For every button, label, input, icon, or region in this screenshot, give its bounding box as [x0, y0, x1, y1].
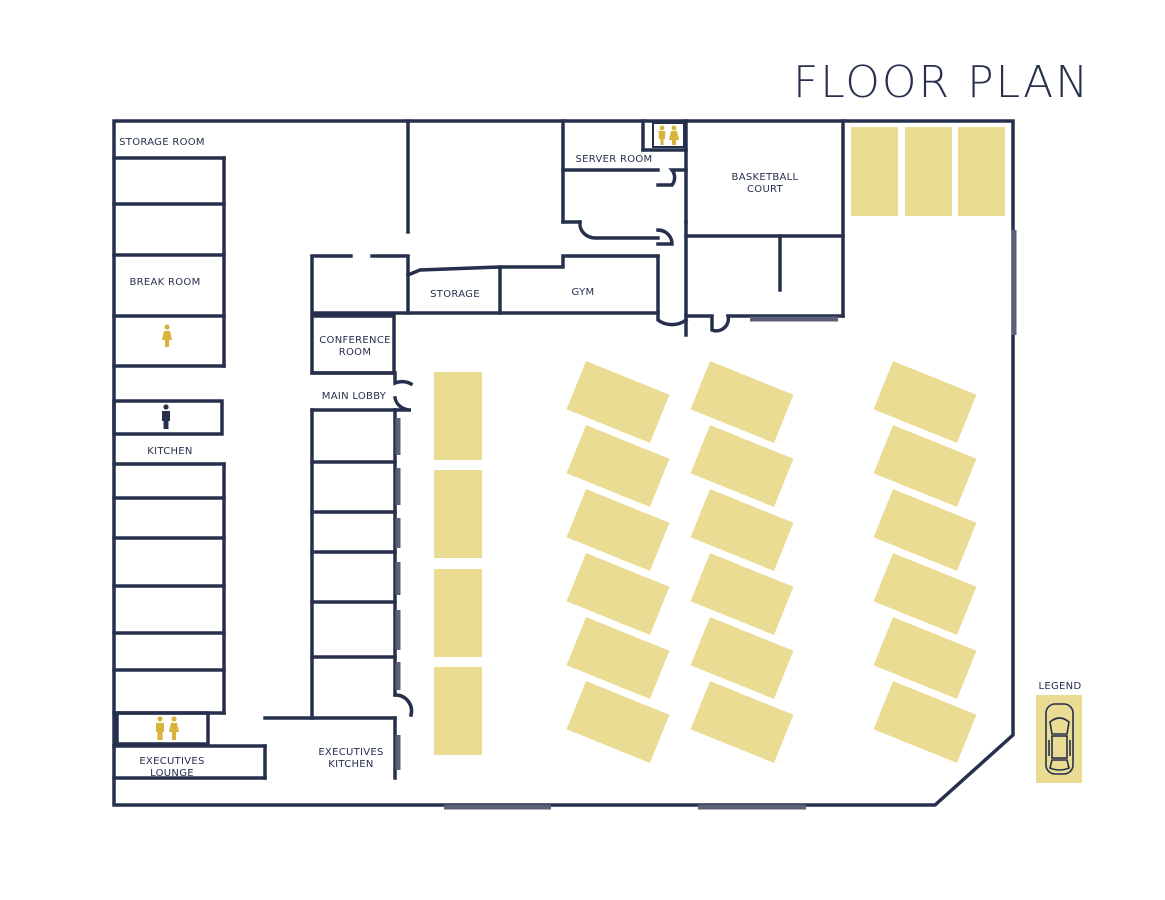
parking-slot — [690, 425, 794, 507]
parking-slot — [690, 553, 794, 635]
parking-slot — [873, 425, 977, 507]
parking-slot — [873, 361, 977, 443]
parking-slot — [566, 425, 670, 507]
parking-slot — [690, 681, 794, 763]
label-conference-room-1: CONFERENCE — [319, 335, 390, 346]
parking-slot — [434, 372, 482, 460]
restroom-icon — [652, 122, 685, 148]
page-title: FLOOR PLAN — [793, 57, 1090, 108]
parking-slot — [434, 470, 482, 558]
parking-slot — [851, 127, 898, 216]
restroom-women-icon — [162, 324, 172, 347]
label-executives-lounge-2: LOUNGE — [150, 768, 194, 779]
parking-slot — [566, 617, 670, 699]
exterior-windows — [444, 230, 1017, 810]
label-executives-kitchen-1: EXECUTIVES — [318, 747, 383, 758]
parking-slot — [434, 569, 482, 657]
parking-slot — [566, 681, 670, 763]
parking-slot — [690, 489, 794, 571]
car-icon — [1045, 703, 1074, 775]
label-executives-kitchen-2: KITCHEN — [328, 759, 373, 770]
parking-slot — [958, 127, 1005, 216]
center-rooms — [263, 119, 689, 780]
parking-slot — [690, 617, 794, 699]
parking-slot — [566, 361, 670, 443]
room-labels: STORAGE ROOM BREAK ROOM KITCHEN EXECUTIV… — [119, 137, 798, 779]
label-kitchen: KITCHEN — [147, 446, 192, 457]
parking-slot — [434, 667, 482, 755]
label-storage-room: STORAGE ROOM — [119, 137, 205, 148]
left-rooms — [112, 156, 267, 780]
restroom-icon — [156, 716, 179, 740]
restroom-men-icon — [162, 404, 170, 429]
legend-slot-swatch — [1036, 695, 1082, 783]
legend: LEGEND — [1036, 681, 1082, 783]
parking-slot — [873, 553, 977, 635]
label-break-room: BREAK ROOM — [129, 277, 200, 288]
parking-slot — [873, 617, 977, 699]
parking-slot — [873, 681, 977, 763]
label-gym: GYM — [572, 287, 595, 298]
outer-wall — [112, 119, 1015, 807]
label-executives-lounge-1: EXECUTIVES — [139, 756, 204, 767]
upper-right-rooms — [561, 119, 845, 337]
parking-slot — [566, 553, 670, 635]
label-main-lobby: MAIN LOBBY — [322, 391, 387, 402]
label-server-room: SERVER ROOM — [576, 154, 653, 165]
legend-label: LEGEND — [1039, 681, 1082, 692]
parking-slot — [905, 127, 952, 216]
parking-slot — [566, 489, 670, 571]
label-storage: STORAGE — [430, 289, 480, 300]
label-conference-room-2: ROOM — [339, 347, 372, 358]
parking-slot — [690, 361, 794, 443]
parking-slots — [434, 127, 1005, 763]
label-basketball-court-2: COURT — [747, 184, 784, 195]
label-basketball-court-1: BASKETBALL — [732, 172, 799, 183]
parking-slot — [873, 489, 977, 571]
